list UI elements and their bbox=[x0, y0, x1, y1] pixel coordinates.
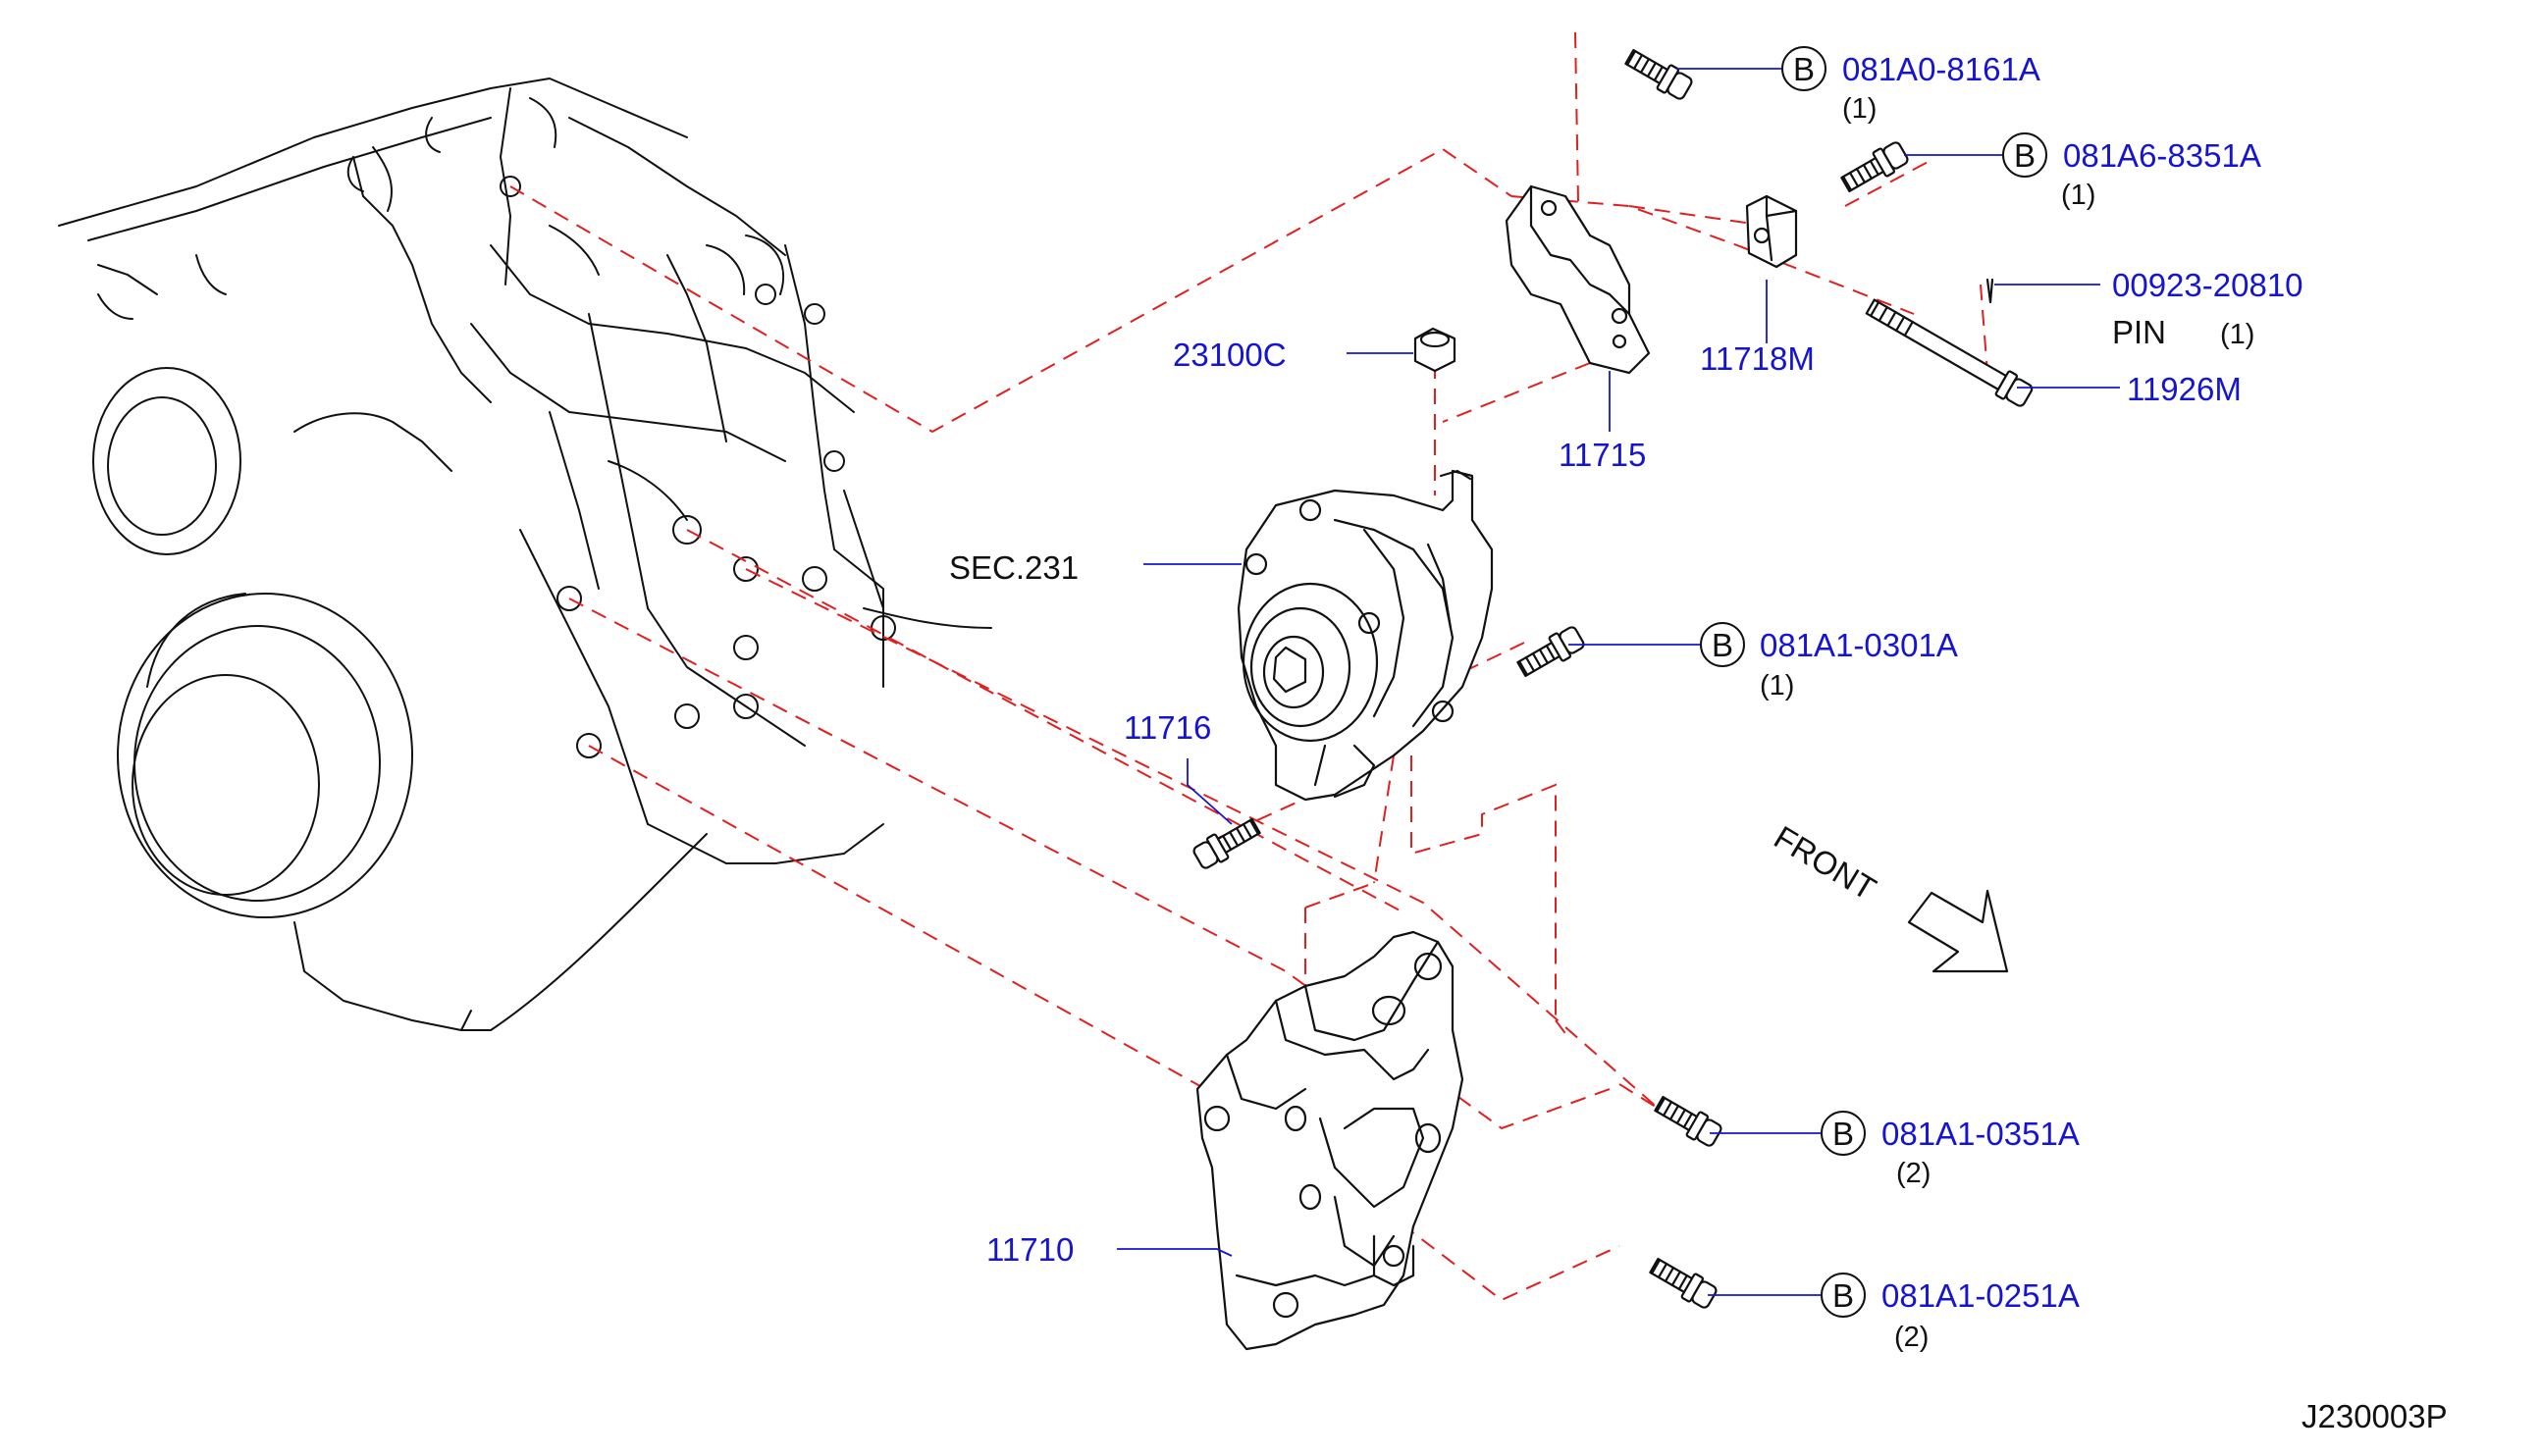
front-label: FRONT bbox=[1768, 818, 1881, 907]
part-number-00923-20810[interactable]: 00923-20810 bbox=[2112, 267, 2303, 303]
callout-badge-8351-letter: B bbox=[2014, 137, 2036, 174]
callout-badge-0351-letter: B bbox=[1832, 1116, 1854, 1152]
section-reference[interactable]: SEC.231 bbox=[949, 549, 1079, 586]
alternator-icon bbox=[1237, 469, 1494, 802]
part-number-11716[interactable]: 11716 bbox=[1124, 709, 1211, 746]
part-number-081A1-0251A[interactable]: 081A1-0251A bbox=[1881, 1277, 2080, 1314]
bolt-11926M-icon bbox=[1865, 298, 2034, 407]
qty-081A6-8351A: (1) bbox=[2061, 180, 2095, 211]
bolt-081A0-8161A-icon bbox=[1624, 48, 1693, 100]
leader-lines bbox=[1117, 68, 2120, 1296]
front-arrow-icon bbox=[1907, 889, 2009, 973]
bracket-11710-icon bbox=[1195, 930, 1464, 1351]
part-number-081A0-8161A[interactable]: 081A0-8161A bbox=[1842, 51, 2040, 87]
bolt-081A1-0251A-icon bbox=[1649, 1257, 1718, 1309]
diagram-code: J230003P bbox=[2302, 1398, 2448, 1434]
callout-badge-0251 bbox=[1821, 1273, 1866, 1318]
part-number-23100C[interactable]: 23100C bbox=[1173, 337, 1287, 373]
callout-badge-0301 bbox=[1700, 622, 1745, 667]
bolt-081A1-0351A-icon bbox=[1654, 1095, 1722, 1147]
part-number-11715[interactable]: 11715 bbox=[1559, 437, 1646, 473]
qty-081A1-0351A: (2) bbox=[1896, 1158, 1931, 1189]
spacer-11718M-icon bbox=[1745, 194, 1798, 269]
part-number-11926M[interactable]: 11926M bbox=[2127, 371, 2242, 407]
bracket-11715-icon bbox=[1505, 184, 1651, 375]
part-number-081A1-0301A[interactable]: 081A1-0301A bbox=[1760, 627, 1958, 663]
engine-block bbox=[58, 78, 992, 1031]
qty-081A1-0251A: (2) bbox=[1894, 1322, 1929, 1353]
callout-badge-0301-letter: B bbox=[1712, 627, 1733, 663]
part-number-081A1-0351A[interactable]: 081A1-0351A bbox=[1881, 1116, 2080, 1152]
nut-23100C-icon bbox=[1413, 327, 1456, 373]
part-number-11718M[interactable]: 11718M bbox=[1700, 340, 1815, 377]
pin-00923-20810-icon bbox=[1985, 278, 1994, 304]
pin-name-label: PIN bbox=[2112, 314, 2166, 350]
bolt-081A6-8351A-icon bbox=[1840, 141, 1909, 193]
callout-badge-8161 bbox=[1781, 46, 1826, 91]
part-number-11710[interactable]: 11710 bbox=[986, 1231, 1074, 1268]
qty-00923-20810: (1) bbox=[2220, 319, 2254, 350]
callout-badge-8161-letter: B bbox=[1793, 51, 1815, 87]
qty-081A0-8161A: (1) bbox=[1842, 93, 1877, 125]
qty-081A1-0301A: (1) bbox=[1760, 670, 1794, 702]
bolt-11716-icon bbox=[1192, 817, 1261, 869]
callout-badge-0251-letter: B bbox=[1832, 1277, 1854, 1314]
part-number-081A6-8351A[interactable]: 081A6-8351A bbox=[2063, 137, 2261, 174]
callout-badge-8351 bbox=[2002, 132, 2047, 178]
bolt-081A1-0301A-icon bbox=[1516, 626, 1585, 678]
callout-badge-0351 bbox=[1821, 1111, 1866, 1156]
